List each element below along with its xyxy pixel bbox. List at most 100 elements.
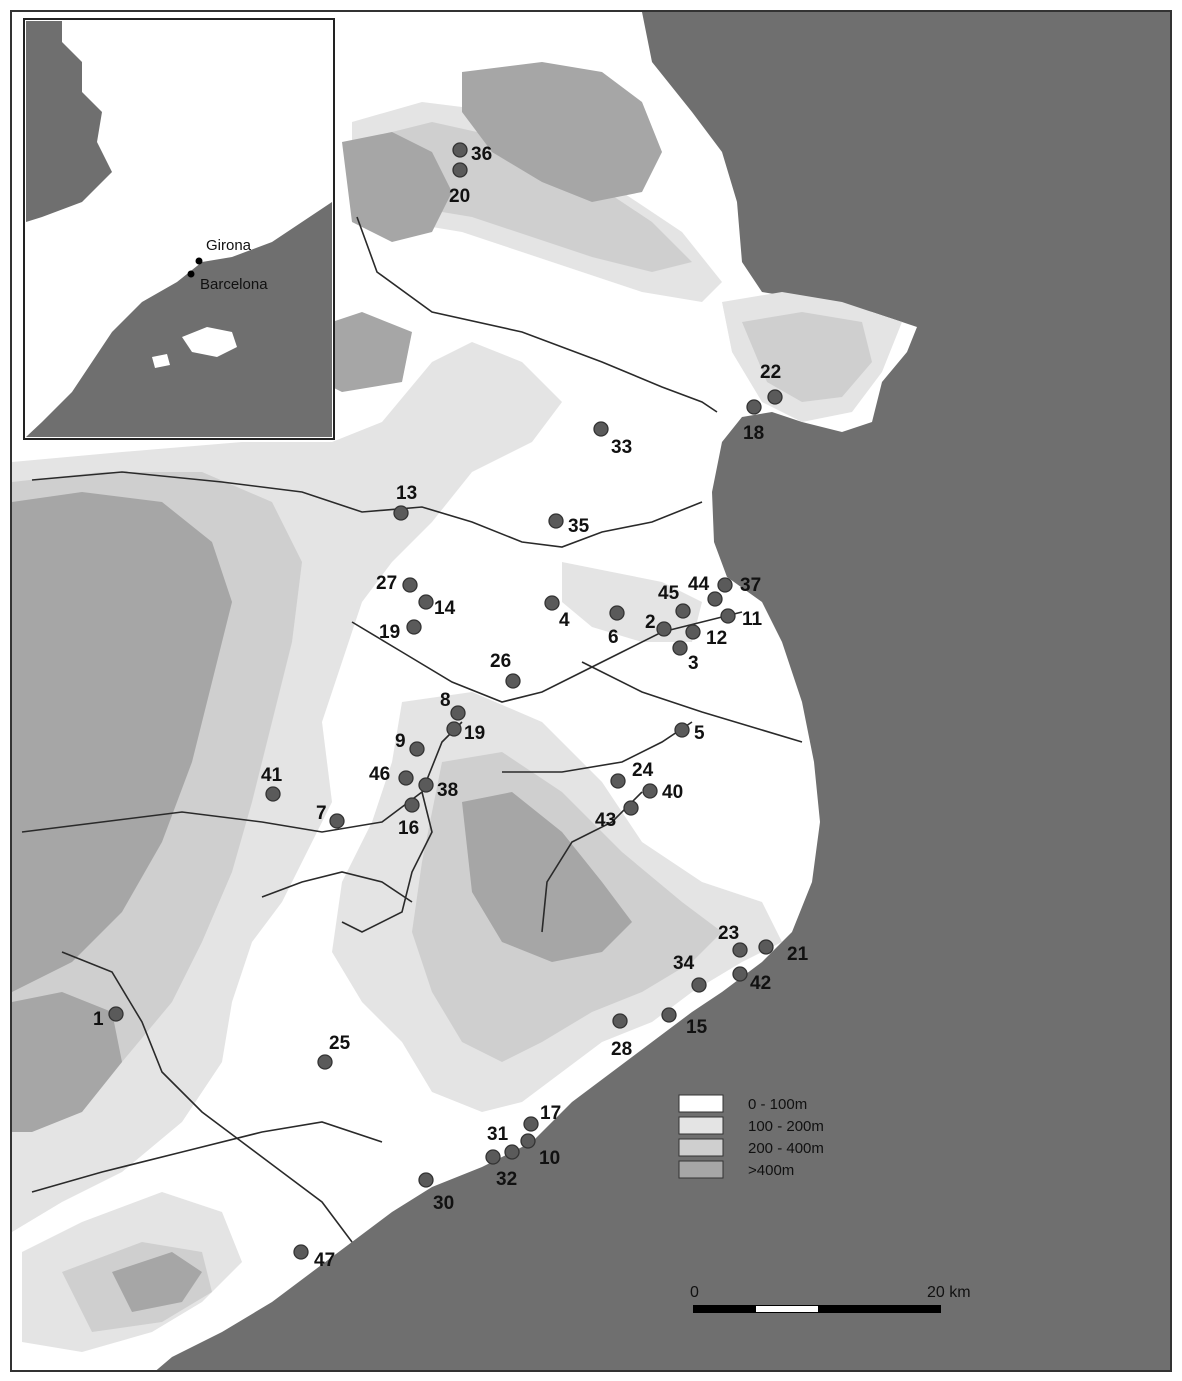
site-label: 47 (314, 1250, 335, 1271)
legend-label: 0 - 100m (748, 1096, 807, 1113)
inset-land (26, 21, 112, 222)
barcelona-dot (187, 270, 195, 278)
site-marker (393, 505, 409, 521)
scale-end-label: 20 km (927, 1284, 971, 1301)
river (31, 471, 703, 548)
site-marker (108, 1006, 124, 1022)
sites-layer: 36 20 22 18 33 13 35 27 14 19 4 6 2 45 4… (93, 142, 809, 1271)
legend-label: >400m (748, 1162, 794, 1179)
site-label: 9 (395, 731, 406, 752)
girona-dot (195, 257, 203, 265)
site-marker (452, 162, 468, 178)
site-marker (767, 389, 783, 405)
legend-swatch-200-400 (678, 1138, 724, 1157)
site-label: 38 (437, 780, 458, 801)
site-marker (418, 1172, 434, 1188)
site-marker (265, 786, 281, 802)
legend-swatch-100-200 (678, 1116, 724, 1135)
site-marker (707, 591, 723, 607)
site-marker (520, 1133, 536, 1149)
site-marker (398, 770, 414, 786)
site-marker (746, 399, 762, 415)
river (341, 791, 433, 933)
inset-map: Girona Barcelona (23, 18, 335, 440)
site-label: 31 (487, 1124, 509, 1145)
site-label: 22 (760, 362, 781, 383)
site-marker (548, 513, 564, 529)
site-marker (672, 640, 688, 656)
inset-city-girona: Girona (206, 237, 252, 254)
site-label: 18 (743, 423, 764, 444)
site-marker (293, 1244, 309, 1260)
site-marker (732, 942, 748, 958)
site-marker (317, 1054, 333, 1070)
site-label: 21 (787, 944, 809, 965)
site-label: 14 (434, 598, 456, 619)
site-label: 26 (490, 651, 511, 672)
site-marker (593, 421, 609, 437)
elevation-over-400 (12, 992, 122, 1132)
site-marker (612, 1013, 628, 1029)
site-marker (661, 1007, 677, 1023)
site-label: 1 (93, 1009, 104, 1030)
site-marker (505, 673, 521, 689)
site-marker (758, 939, 774, 955)
site-marker (674, 722, 690, 738)
site-label: 30 (433, 1193, 454, 1214)
site-marker (623, 800, 639, 816)
site-label: 42 (750, 973, 771, 994)
site-label: 24 (632, 760, 654, 781)
site-label: 44 (688, 574, 710, 595)
site-label: 15 (686, 1017, 708, 1038)
site-marker (485, 1149, 501, 1165)
site-marker (691, 977, 707, 993)
site-label: 46 (369, 764, 390, 785)
site-marker (406, 619, 422, 635)
site-label: 23 (718, 923, 739, 944)
elevation-legend: 0 - 100m 100 - 200m 200 - 400m >400m (678, 1094, 824, 1179)
site-marker (404, 797, 420, 813)
legend-swatch-0-100 (678, 1094, 724, 1113)
site-label: 36 (471, 144, 492, 165)
elevation-200-400 (352, 122, 692, 272)
site-label: 19 (464, 723, 485, 744)
site-label: 2 (645, 612, 656, 633)
site-label: 7 (316, 803, 327, 824)
elevation-over-400 (112, 1252, 202, 1312)
elevation-over-400 (342, 132, 452, 242)
elevation-200-400 (742, 312, 872, 402)
legend-swatch-over-400 (678, 1160, 724, 1179)
site-marker (685, 624, 701, 640)
river (61, 951, 353, 1243)
site-label: 13 (396, 483, 417, 504)
site-label: 6 (608, 627, 619, 648)
site-marker (717, 577, 733, 593)
site-label: 34 (673, 953, 695, 974)
site-marker (656, 621, 672, 637)
site-marker (450, 705, 466, 721)
site-label: 37 (740, 575, 761, 596)
elevation-over-400 (12, 492, 232, 992)
site-marker (452, 142, 468, 158)
site-label: 5 (694, 723, 705, 744)
site-marker (418, 777, 434, 793)
site-label: 43 (595, 810, 616, 831)
site-label: 19 (379, 622, 400, 643)
inset-island (182, 327, 237, 357)
site-label: 27 (376, 573, 397, 594)
elevation-over-400 (462, 792, 632, 962)
inset-city-barcelona: Barcelona (200, 276, 268, 293)
site-label: 16 (398, 818, 419, 839)
site-label: 3 (688, 653, 699, 674)
site-label: 11 (742, 609, 763, 630)
scale-start-label: 0 (690, 1284, 699, 1301)
legend-label: 100 - 200m (748, 1118, 824, 1135)
site-marker (720, 608, 736, 624)
site-marker (402, 577, 418, 593)
site-marker (523, 1116, 539, 1132)
river (21, 721, 463, 833)
site-label: 35 (568, 516, 590, 537)
site-marker (732, 966, 748, 982)
site-label: 25 (329, 1033, 351, 1054)
river (31, 1121, 383, 1193)
